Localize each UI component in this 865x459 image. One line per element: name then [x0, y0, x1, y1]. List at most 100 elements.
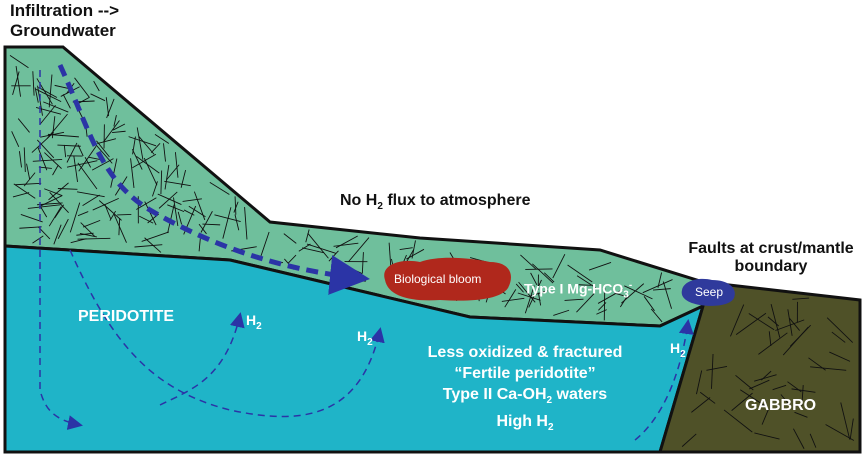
fracture-line [78, 145, 97, 172]
fracture-line [54, 84, 69, 89]
fracture-line [132, 136, 136, 155]
fracture-line [731, 392, 753, 411]
fracture-line [113, 214, 127, 243]
fracture-line [103, 120, 120, 143]
fracture-line [793, 428, 805, 449]
fracture-line [57, 188, 78, 190]
h2-arrow-seep [634, 319, 694, 441]
fracture-line [54, 204, 65, 219]
fracture-line [691, 397, 711, 413]
groundwater-label: Groundwater [10, 21, 116, 40]
seep-shape [681, 278, 735, 306]
fracture-line [136, 197, 157, 210]
faults-label: Faults at crust/mantle boundary [688, 240, 854, 275]
fracture-line [136, 156, 160, 174]
fracture-line [234, 196, 237, 215]
fracture-line [12, 71, 20, 96]
fracture-line [849, 418, 854, 440]
infiltration-label: Infiltration --> [10, 1, 120, 20]
h2-label-1: H2 [246, 312, 262, 332]
fracture-line [44, 152, 62, 169]
fracture-line [26, 163, 31, 180]
fracture-line [38, 195, 63, 208]
fracture-line [104, 203, 112, 220]
fracture-line [66, 160, 98, 168]
fracture-line [91, 158, 114, 171]
fracture-line [306, 243, 336, 254]
fracture-line [307, 232, 329, 259]
fracture-line [43, 101, 69, 113]
fracture-line [809, 433, 817, 448]
fracture-line [209, 181, 230, 195]
fracture-line [93, 80, 100, 92]
fracture-line [754, 432, 780, 440]
fracture-line [20, 214, 43, 223]
fracture-line [598, 302, 607, 311]
fracture-line [840, 402, 851, 440]
fracture-line [11, 131, 20, 147]
fracture-line [34, 87, 39, 103]
biological-bloom-label: Biological bloom [394, 272, 482, 286]
fracture-line [38, 166, 52, 169]
fracture-line [37, 147, 48, 171]
h2-arrow-1 [159, 312, 245, 406]
fracture-line [643, 296, 655, 312]
fracture-line [18, 151, 22, 168]
fracture-line [333, 242, 359, 247]
fracture-line [711, 353, 714, 389]
fracture-line [520, 254, 537, 270]
fracture-line [106, 98, 115, 119]
fracture-line [136, 127, 144, 160]
fracture-line [794, 411, 808, 418]
fracture-line [653, 288, 671, 291]
fracture-line [66, 142, 78, 163]
fracture-line [77, 211, 89, 217]
fracture-line [198, 238, 201, 252]
fracture-line [810, 366, 847, 371]
fracture-line [831, 331, 846, 343]
fracture-line [200, 211, 213, 233]
fracture-line [49, 191, 69, 214]
fracture-line [524, 285, 535, 314]
fracture-line [780, 394, 792, 408]
fracture-line [515, 283, 524, 293]
fracture-line [15, 182, 42, 186]
fracture-line [531, 290, 548, 297]
fracture-line [696, 370, 703, 395]
h2-label-3: H2 [670, 340, 686, 360]
fracture-line [518, 281, 536, 303]
fracture-line [283, 233, 297, 244]
fracture-line [530, 272, 538, 286]
fracture-line [244, 207, 248, 240]
fracture-line [19, 226, 42, 229]
fracture-line [578, 284, 592, 286]
fracture-line [131, 149, 143, 170]
fracture-line [177, 211, 183, 225]
fracture-line [93, 142, 113, 164]
fracture-line [233, 201, 239, 213]
fracture-line [597, 289, 624, 304]
fracture-line [98, 200, 122, 221]
fracture-line [730, 304, 745, 337]
fracture-line [532, 263, 554, 284]
fracture-line [173, 197, 179, 227]
fracture-line [576, 275, 596, 289]
fracture-line [63, 144, 67, 158]
fracture-line [12, 192, 30, 198]
fracture-line [792, 297, 810, 300]
fracture-line [39, 104, 56, 125]
fracture-line [57, 218, 69, 239]
peridotite-body [3, 244, 706, 454]
fracture-line [130, 158, 135, 188]
fracture-line [706, 365, 728, 371]
fracture-line [144, 201, 157, 226]
fracture-line [789, 318, 801, 331]
fracture-line [31, 132, 55, 153]
fracture-line [152, 181, 158, 197]
fracture-line [302, 247, 324, 254]
fracture-line [82, 194, 100, 207]
fracture-line [48, 206, 62, 227]
fracture-line [23, 172, 36, 187]
h2-label-2: H2 [357, 328, 373, 348]
fracture-line [53, 224, 62, 245]
